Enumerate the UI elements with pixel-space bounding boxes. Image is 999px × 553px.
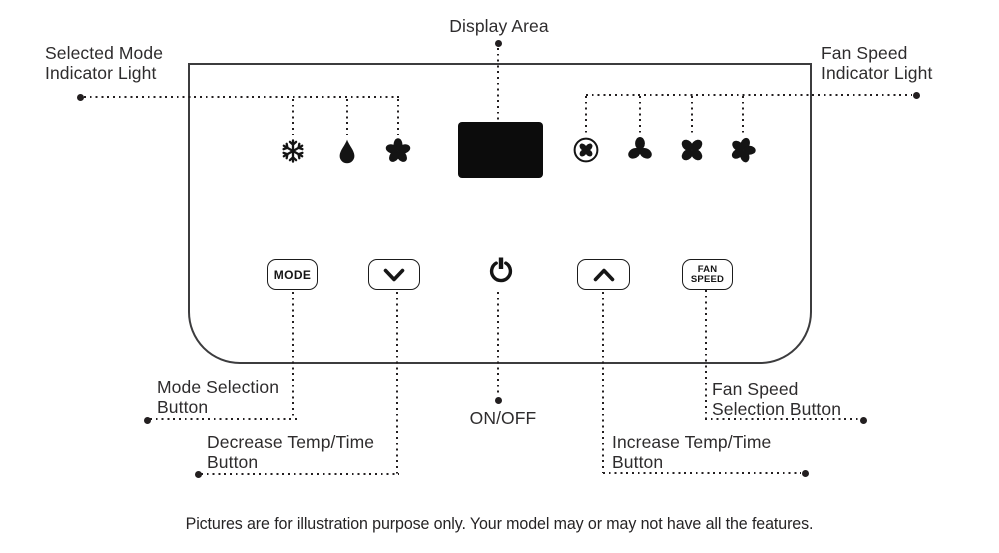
fan-mode-icon [385, 138, 411, 162]
increase-leader-line [603, 472, 801, 474]
selected-mode-indicator-label: Selected Mode Indicator Light [45, 43, 164, 83]
power-icon [489, 257, 513, 283]
fan-indicator-bullet [912, 91, 920, 99]
display-area [458, 122, 543, 178]
mode-indicator-drop-2 [346, 99, 348, 135]
water-drop-dry-mode-icon [339, 139, 355, 164]
on-off-label: ON/OFF [469, 408, 537, 428]
decrease-temp-time-label: Decrease Temp/Time Button [207, 432, 375, 472]
increase-temp-time-label: Increase Temp/Time Button [612, 432, 772, 472]
fan-speed-button-label-line1: FAN [697, 263, 718, 275]
high-fan-speed-icon [731, 137, 756, 163]
auto-fan-speed-icon [573, 137, 599, 163]
mode-button-label: MODE [273, 267, 312, 282]
mode-button[interactable]: MODE [267, 259, 318, 290]
fan-indicator-drop-3 [691, 96, 693, 133]
mode-indicator-bullet [76, 93, 84, 101]
increase-bullet [801, 469, 809, 477]
decrease-leader-line [201, 473, 399, 475]
fan-indicator-leader-line [586, 94, 912, 96]
fan-indicator-drop-1 [585, 96, 587, 133]
fan-speed-indicator-label: Fan Speed Indicator Light [821, 43, 933, 83]
mode-selection-leader-line [150, 418, 297, 420]
mode-selection-label: Mode Selection Button [157, 377, 280, 417]
fan-speed-selection-leader-line [705, 418, 859, 420]
fan-indicator-drop-2 [639, 96, 641, 133]
increase-button-leader-line [602, 292, 604, 473]
fan-speed-button-leader-line [705, 290, 707, 419]
mode-indicator-drop-3 [397, 99, 399, 135]
mode-indicator-leader-line [84, 96, 400, 98]
power-button[interactable] [488, 256, 514, 287]
fan-indicator-drop-4 [742, 96, 744, 133]
mode-selection-bullet [143, 416, 151, 424]
display-area-bullet [494, 39, 502, 47]
display-area-leader-line [497, 48, 499, 120]
increase-button[interactable] [577, 259, 630, 290]
mode-button-leader-line [292, 292, 294, 419]
power-button-leader-line [497, 292, 499, 396]
on-off-bullet [494, 396, 502, 404]
chevron-down-icon [383, 268, 405, 281]
snowflake-cool-mode-icon [281, 139, 305, 163]
control-panel-outline [188, 63, 812, 364]
fan-speed-selection-bullet [859, 416, 867, 424]
disclaimer-text: Pictures are for illustration purpose on… [185, 515, 814, 533]
fan-speed-selection-label: Fan Speed Selection Button [712, 379, 842, 419]
mode-indicator-drop-1 [292, 99, 294, 135]
decrease-button-leader-line [396, 292, 398, 474]
low-fan-speed-icon [628, 137, 652, 159]
medium-fan-speed-icon [681, 139, 703, 161]
fan-speed-button[interactable]: FAN SPEED [682, 259, 733, 290]
chevron-up-icon [593, 268, 614, 281]
decrease-bullet [194, 470, 202, 478]
display-area-label: Display Area [449, 16, 549, 36]
fan-speed-button-label-line2: SPEED [690, 273, 725, 285]
decrease-button[interactable] [368, 259, 420, 290]
